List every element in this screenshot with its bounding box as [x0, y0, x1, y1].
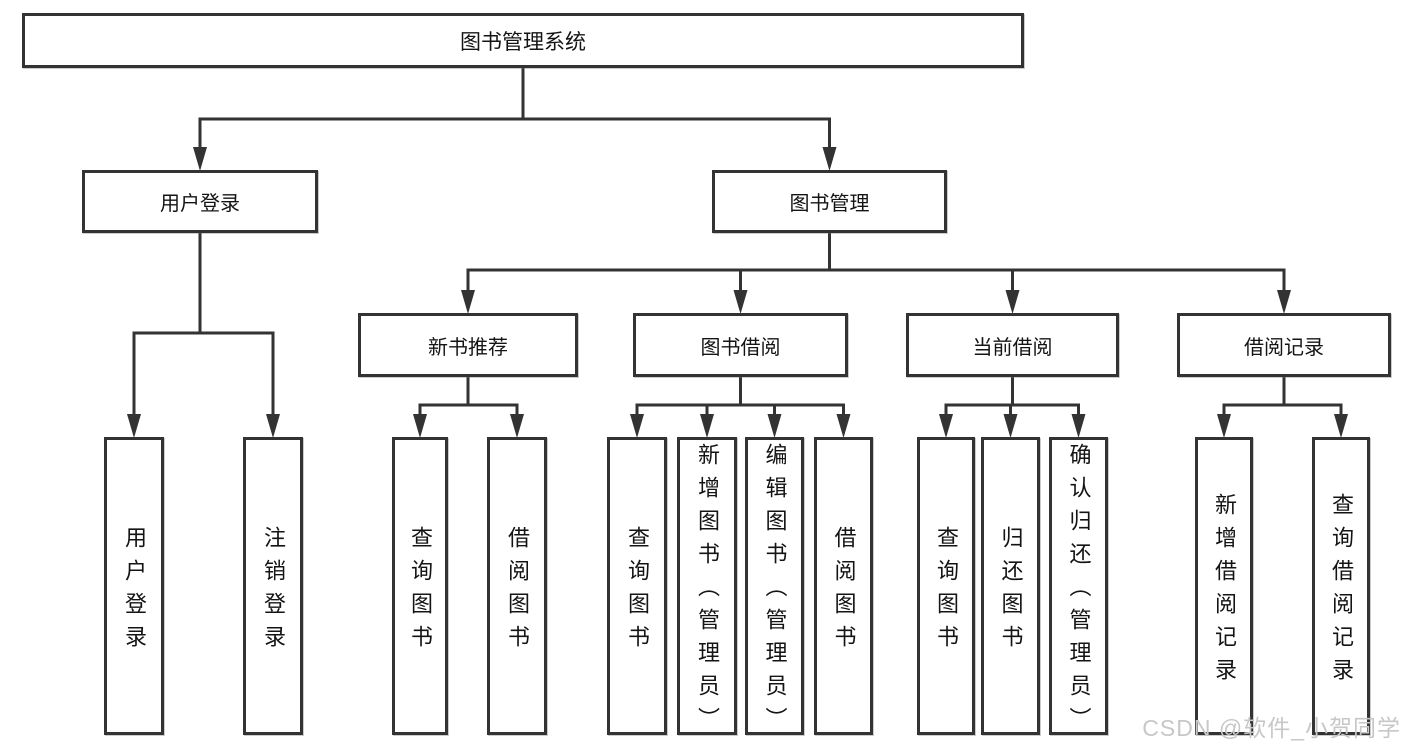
node-label-rec-borrow: 借阅图书: [505, 525, 530, 658]
arrowhead-login-user: [127, 414, 141, 438]
node-label-borrow-records: 借阅记录: [1244, 336, 1324, 359]
node-book-borrow: 图书借阅: [633, 313, 848, 377]
node-bor-query: 查询图书: [607, 437, 667, 735]
arrowhead-current-borrow: [1005, 290, 1020, 314]
node-recd-query: 查询借阅记录: [1312, 437, 1370, 735]
node-bor-add: 新增图书（管理员）: [677, 437, 737, 740]
arrowhead-bor-add: [700, 414, 714, 438]
arrowhead-bor-borrow: [836, 414, 851, 438]
arrowhead-bor-edit: [767, 414, 782, 438]
node-recd-add: 新增借阅记录: [1195, 437, 1253, 735]
node-label-rec-query: 查询图书: [408, 525, 433, 658]
arrowhead-bor-query: [630, 414, 644, 438]
node-login-user: 用户登录: [104, 437, 164, 735]
node-label-bor-borrow: 借阅图书: [831, 525, 857, 658]
watermark: CSDN @软件_小贺同学: [1142, 715, 1401, 741]
node-label-recd-query: 查询借阅记录: [1329, 492, 1354, 691]
node-rec-query: 查询图书: [392, 437, 448, 735]
node-current-borrow: 当前借阅: [906, 313, 1119, 377]
node-label-bor-add: 新增图书（管理员）: [695, 443, 720, 740]
node-label-book-borrow: 图书借阅: [700, 336, 781, 359]
arrowhead-new-book-rec: [461, 290, 475, 314]
node-label-bor-query: 查询图书: [625, 525, 650, 658]
node-label-root: 图书管理系统: [460, 30, 586, 54]
node-root: 图书管理系统: [22, 13, 1024, 68]
node-borrow-records: 借阅记录: [1177, 313, 1391, 377]
node-label-bor-edit: 编辑图书（管理员）: [762, 443, 788, 740]
arrowhead-book-borrow: [733, 290, 748, 314]
node-label-login-user: 用户登录: [122, 525, 147, 658]
node-label-login-logout: 注销登录: [261, 525, 286, 658]
arrowhead-cur-query: [939, 414, 953, 438]
arrowhead-cur-confirm: [1071, 414, 1086, 438]
node-label-book-mgmt: 图书管理: [789, 193, 870, 215]
node-bor-edit: 编辑图书（管理员）: [745, 437, 804, 740]
node-label-cur-return: 归还图书: [998, 525, 1024, 658]
node-label-cur-confirm: 确认归还（管理员）: [1066, 443, 1092, 740]
node-user-login: 用户登录: [82, 170, 318, 233]
node-label-user-login: 用户登录: [160, 193, 240, 215]
node-new-book-rec: 新书推荐: [358, 313, 578, 377]
node-cur-query: 查询图书: [917, 437, 975, 735]
node-login-logout: 注销登录: [243, 437, 303, 735]
node-cur-confirm: 确认归还（管理员）: [1049, 437, 1108, 740]
arrowhead-login-logout: [266, 414, 280, 438]
arrowhead-book-mgmt: [822, 147, 837, 171]
node-bor-borrow: 借阅图书: [814, 437, 873, 735]
node-book-mgmt: 图书管理: [712, 170, 947, 233]
arrowhead-recd-add: [1217, 414, 1231, 438]
arrowhead-recd-query: [1334, 414, 1348, 438]
node-rec-borrow: 借阅图书: [487, 437, 547, 735]
node-label-new-book-rec: 新书推荐: [428, 336, 508, 359]
arrowhead-cur-return: [1003, 414, 1018, 438]
arrowhead-rec-query: [413, 414, 427, 438]
node-label-cur-query: 查询图书: [934, 525, 959, 658]
arrowhead-user-login: [193, 147, 207, 171]
node-label-current-borrow: 当前借阅: [972, 336, 1053, 359]
arrowhead-borrow-records: [1277, 290, 1291, 314]
arrowhead-rec-borrow: [510, 414, 524, 438]
node-cur-return: 归还图书: [981, 437, 1040, 735]
node-label-recd-add: 新增借阅记录: [1212, 492, 1237, 691]
